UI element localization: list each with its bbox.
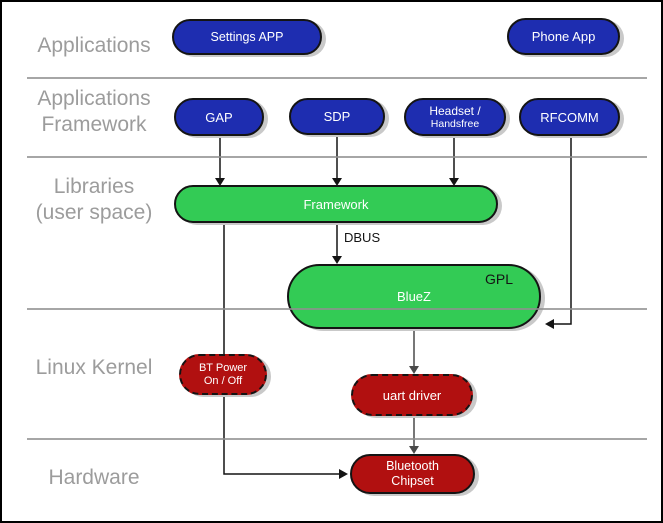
node-bt-power: BT Power On / Off <box>179 354 267 395</box>
layer-label-linux-kernel: Linux Kernel <box>35 356 153 379</box>
gpl-tag: GPL <box>484 271 513 287</box>
node-bluez-label: BlueZ <box>397 289 431 304</box>
node-framework-label: Framework <box>303 196 369 212</box>
node-phone-app: Phone App <box>507 18 620 55</box>
node-uart-driver: uart driver <box>351 374 473 416</box>
node-phone-app-label: Phone App <box>531 29 596 44</box>
layer-label-libraries: Libraries (user space) <box>35 175 153 224</box>
layer-label-hardware: Hardware <box>48 466 140 489</box>
divider-framework-libraries <box>27 156 647 158</box>
node-sdp-label: SDP <box>323 109 351 124</box>
node-bt-power-label: BT Power On / Off <box>198 361 248 387</box>
node-bluetooth-chipset: Bluetooth Chipset <box>350 454 475 494</box>
edge-rfcomm-bluez <box>553 137 572 325</box>
node-gap-label: GAP <box>205 109 233 125</box>
node-bluetooth-chipset-label: Bluetooth Chipset <box>386 459 439 488</box>
node-gap: GAP <box>174 98 264 136</box>
divider-applications-framework <box>27 77 647 79</box>
divider-kernel-hardware <box>27 438 647 440</box>
node-bluez: GPL BlueZ <box>287 264 541 329</box>
node-handsfree-label: Handsfree <box>430 117 480 130</box>
dbus-label: DBUS <box>344 230 381 245</box>
edge-framework-chipset <box>223 223 340 475</box>
node-rfcomm: RFCOMM <box>519 98 620 136</box>
layer-label-app-framework: Applications Framework <box>37 87 151 136</box>
node-sdp: SDP <box>289 98 385 135</box>
node-settings-app-label: Settings APP <box>210 29 284 44</box>
divider-libraries-kernel <box>27 308 647 310</box>
node-framework: Framework <box>174 185 498 223</box>
node-rfcomm-label: RFCOMM <box>540 109 599 125</box>
node-uart-driver-label: uart driver <box>382 387 442 403</box>
node-settings-app: Settings APP <box>172 19 322 55</box>
node-headset-label: Headset / <box>429 103 481 118</box>
node-headset-handsfree: Headset / Handsfree <box>404 98 506 136</box>
layer-label-applications: Applications <box>37 34 151 57</box>
